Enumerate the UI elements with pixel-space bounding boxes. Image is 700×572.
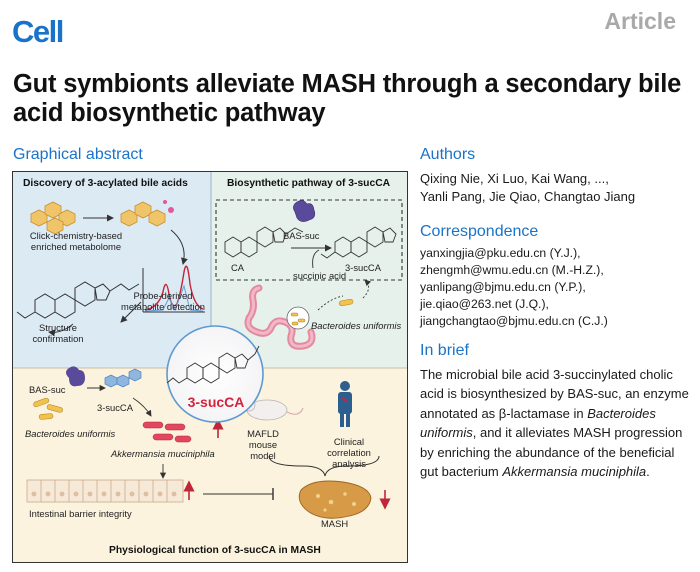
physiology-panel-title: Physiological function of 3-sucCA in MAS… [109,545,321,556]
click-chemistry-label: Click-chemistry-based enriched metabolom… [29,230,123,252]
bas-suc-enzyme-icon-2 [66,366,85,387]
sucCA-molecule-icon [320,226,397,259]
physiology-bacterium-1-label: Bacteroides uniformis [25,428,116,439]
in-brief-part: , and it alleviates MASH progression by … [420,425,683,480]
probe-detection-label: Probe-derived metabolite detection [121,290,205,312]
in-brief-part: . [646,464,650,480]
sucCA-small-molecule-icon [104,368,142,388]
mash-label: MASH [321,518,349,529]
correspondence-email[interactable]: jiangchangtao@bjmu.edu.cn (C.J.) [420,314,608,328]
authors-heading: Authors [420,146,476,163]
barrier-label: Intestinal barrier integrity [29,508,132,519]
bacteroides-cells-icon [290,298,354,326]
intestinal-barrier-icon [26,479,184,503]
mouse-model-label: MAFLD mouse model [247,428,279,461]
pathway-bacterium-label: Bacteroides uniformis [311,320,402,331]
ca-molecule-icon [224,226,304,258]
liver-icon [298,480,372,519]
physiology-bacterium-2-label: Akkermansia muciniphila [111,448,215,459]
correspondence-email[interactable]: jie.qiao@263.net (J.Q.), [420,297,549,311]
physiology-enzyme-label: BAS-suc [29,384,66,395]
article-title: Gut symbionts alleviate MASH through a s… [13,70,682,127]
bile-acid-structure-icon [16,281,140,319]
pathway-product-label: 3-sucCA [345,262,381,273]
graphical-abstract-illustration [13,172,407,562]
correspondence-heading: Correspondence [420,223,539,240]
correspondence-email[interactable]: yanxingjia@pku.edu.cn (Y.J.), [420,246,581,260]
in-brief-heading: In brief [420,342,469,359]
in-brief-part: The microbial bile acid 3-succinylated c… [420,367,689,421]
pathway-reaction-box [215,199,403,281]
in-brief-species: Bacteroides uniformis [420,405,656,441]
in-brief-species: Akkermansia muciniphila [502,464,647,480]
graphical-abstract-figure: Discovery of 3-acylated bile acids Biosy… [12,171,408,563]
in-brief-text: The microbial bile acid 3-succinylated c… [420,365,690,481]
probe-dot [168,207,174,213]
pathway-substrate-label: CA [231,262,245,273]
akkermansia-icon [142,421,192,443]
discovery-panel-title: Discovery of 3-acylated bile acids [23,178,188,189]
bas-suc-enzyme-icon [293,200,316,222]
human-figure-icon [338,381,352,427]
pathway-cosubstrate-label: succinic acid [293,270,347,281]
convergence-brace [268,455,380,477]
correspondence-email[interactable]: zhengmh@wmu.edu.cn (M.-H.Z.), [420,263,604,277]
intestine-icon [244,284,316,350]
mass-spectrum-icon [142,265,205,313]
authors-list: Qixing Nie, Xi Luo, Kai Wang, ..., Yanli… [420,170,690,206]
center-molecule-structure [166,345,260,384]
metabolome-molecule-icon [30,201,76,235]
bacteroides-uniformis-icon [33,397,63,420]
correspondence-list: yanxingjia@pku.edu.cn (Y.J.), zhengmh@wm… [420,245,690,330]
authors-line: Qixing Nie, Xi Luo, Kai Wang, ..., [420,171,609,186]
article-type-label: Article [604,8,676,34]
bacteria-magnifier-icon [286,306,310,330]
enriched-molecule-icon [120,201,166,227]
pathway-enzyme-label: BAS-suc [283,230,320,241]
correspondence-email[interactable]: yanlipang@bjmu.edu.cn (Y.P.), [420,280,586,294]
journal-logo: Cell [12,14,64,49]
center-compound-circle [166,325,264,423]
discovery-panel-bg [13,172,211,368]
center-compound-label: 3-sucCA [187,394,245,410]
authors-line: Yanli Pang, Jie Qiao, Changtao Jiang [420,189,636,204]
clinical-analysis-label: Clinical correlation analysis [327,436,371,469]
structure-confirmation-label: Structure confirmation [32,322,84,344]
pathway-panel-title: Biosynthetic pathway of 3-sucCA [227,178,391,189]
physiology-product-label: 3-sucCA [97,402,133,413]
graphical-abstract-heading: Graphical abstract [13,146,143,163]
